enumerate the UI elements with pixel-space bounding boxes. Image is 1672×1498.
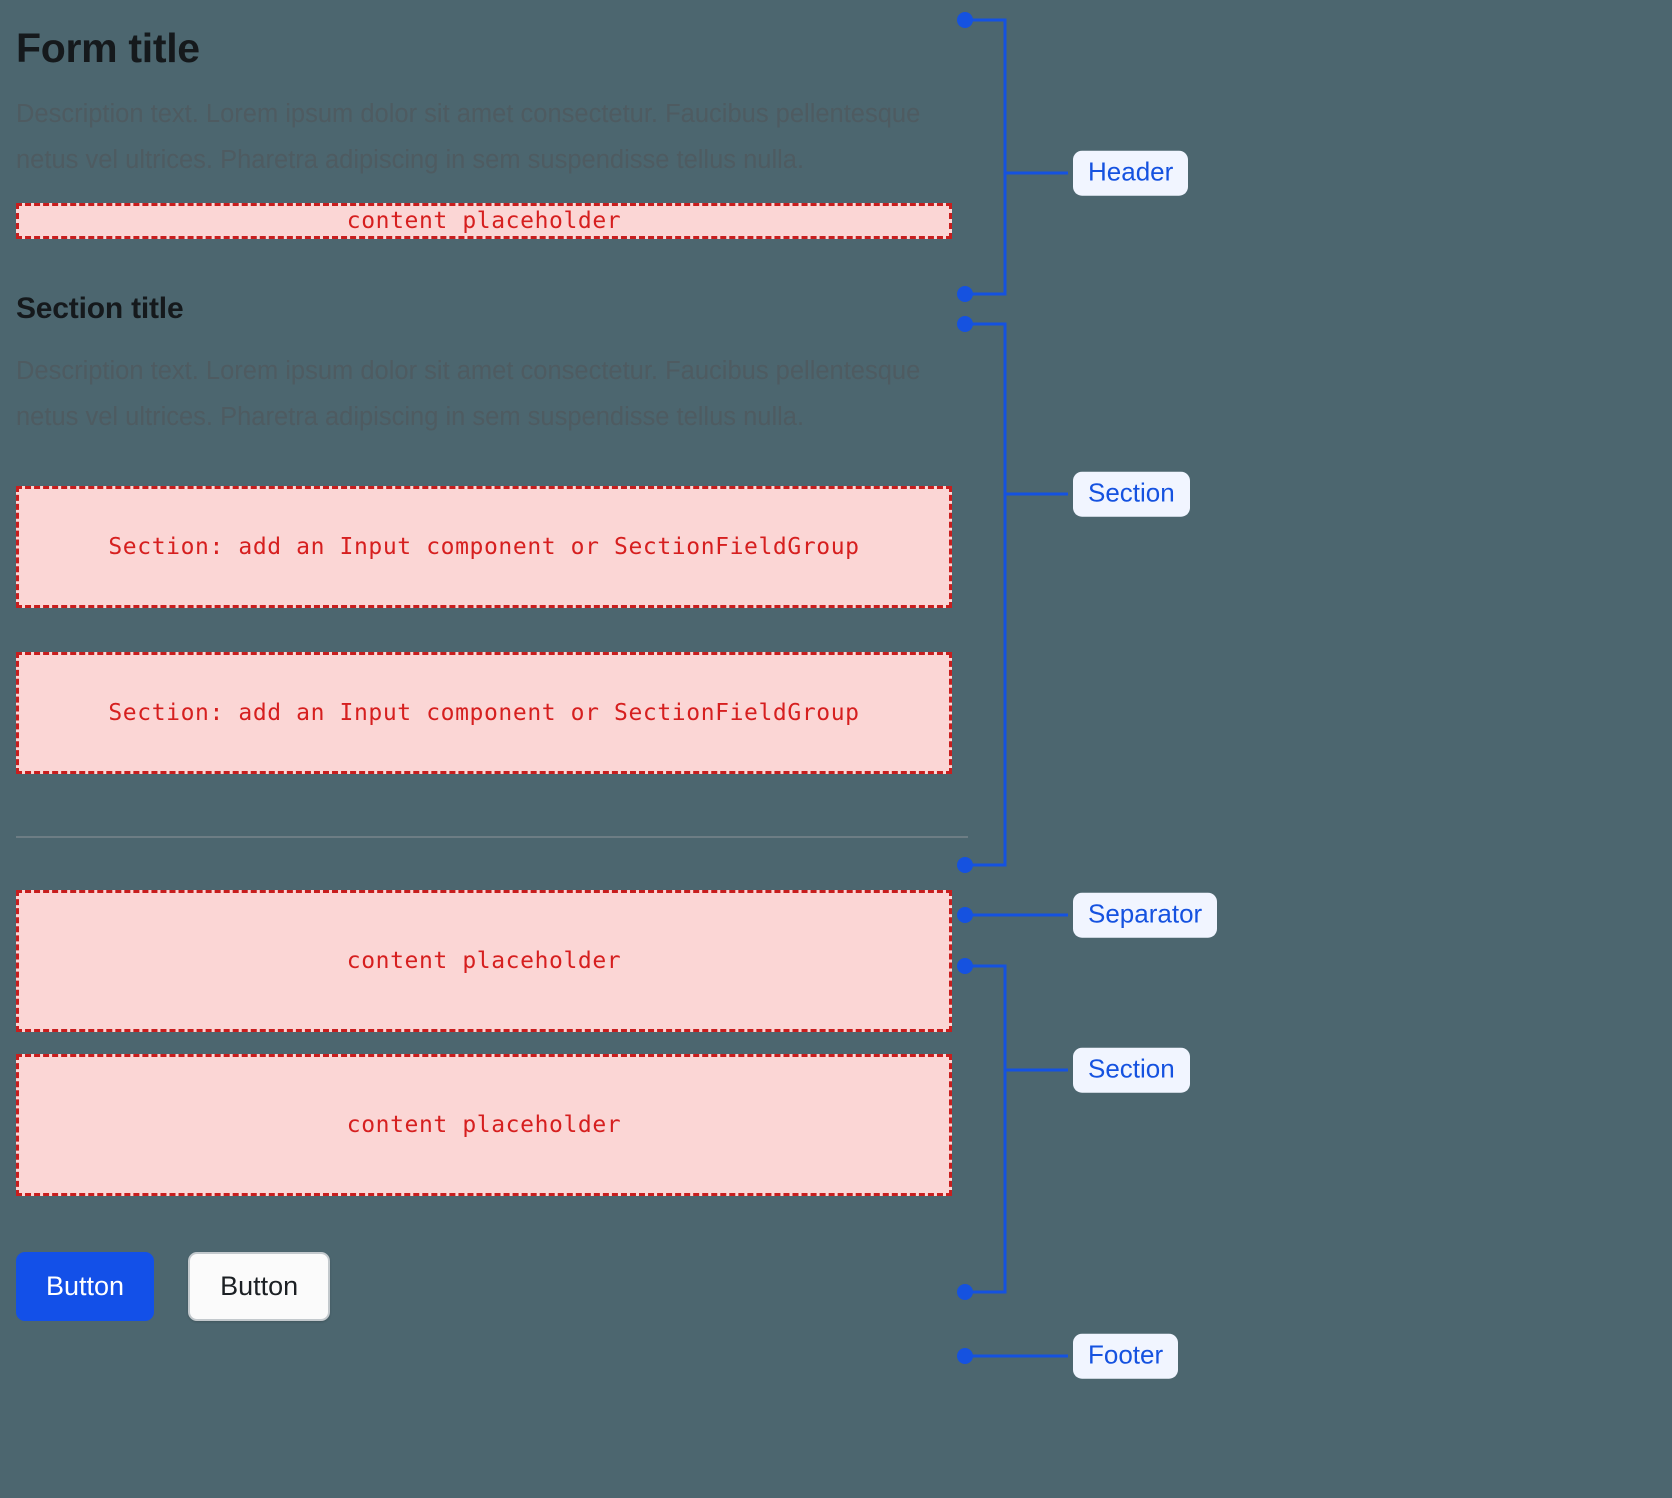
annotation-label-section-two[interactable]: Section — [1073, 1047, 1190, 1093]
annotation-dot-header-top — [957, 12, 973, 28]
section-two-content-placeholder-2: content placeholder — [16, 1053, 952, 1196]
annotation-dot-header-bottom — [957, 286, 973, 302]
annotation-bracket-section-two — [965, 964, 1068, 1294]
section-two-content-placeholder-1: content placeholder — [16, 889, 952, 1032]
annotation-label-section[interactable]: Section — [1073, 471, 1190, 517]
annotation-dot-section-two-bottom — [957, 1284, 973, 1300]
annotation-dot-separator — [957, 907, 973, 923]
section-field-placeholder-1: Section: add an Input component or Secti… — [16, 485, 952, 608]
section-field-placeholder-2: Section: add an Input component or Secti… — [16, 651, 952, 774]
form-section-one: Section title Description text. Lorem ip… — [16, 291, 952, 774]
form-root: Form title Description text. Lorem ipsum… — [16, 0, 968, 1321]
form-footer: Button Button — [16, 1251, 952, 1321]
section-description: Description text. Lorem ipsum dolor sit … — [16, 357, 921, 431]
header-description: Description text. Lorem ipsum dolor sit … — [16, 100, 921, 174]
annotation-bracket-header — [965, 18, 1068, 296]
section-title: Section title — [16, 292, 184, 326]
separator — [16, 835, 968, 838]
annotation-bracket-section — [965, 322, 1068, 867]
form-section-two: content placeholder content placeholder — [16, 889, 952, 1196]
annotation-label-footer[interactable]: Footer — [1073, 1333, 1179, 1379]
page-title: Form title — [16, 25, 200, 71]
form-header: Form title Description text. Lorem ipsum… — [16, 0, 952, 240]
annotation-label-header[interactable]: Header — [1073, 150, 1189, 196]
annotation-label-separator[interactable]: Separator — [1073, 892, 1218, 938]
header-content-placeholder: content placeholder — [16, 203, 952, 240]
primary-button[interactable]: Button — [16, 1251, 155, 1321]
secondary-button[interactable]: Button — [188, 1251, 331, 1321]
annotation-dot-section-bottom — [957, 857, 973, 873]
annotation-dot-section-two-top — [957, 958, 973, 974]
annotation-dot-footer — [957, 1348, 973, 1364]
annotation-dot-section-top — [957, 316, 973, 332]
